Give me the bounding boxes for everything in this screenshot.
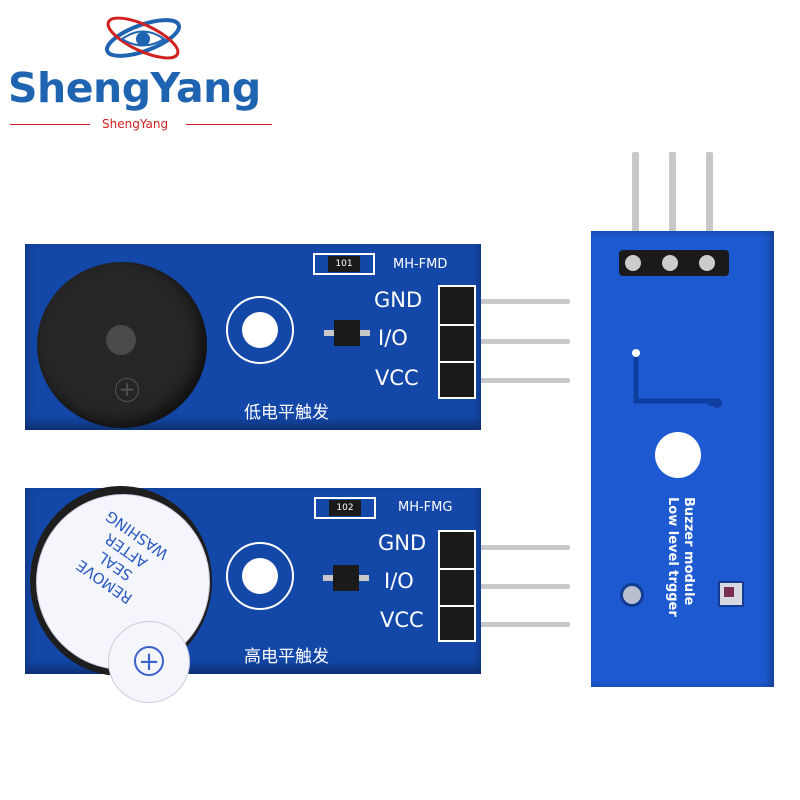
pin-label-gnd: GND <box>374 288 423 312</box>
header-pin <box>669 152 676 242</box>
header-pin <box>478 378 570 383</box>
trigger-label: 高电平触发 <box>244 647 329 667</box>
header-pin <box>478 339 570 344</box>
mounting-hole <box>242 558 278 594</box>
brand-name: ShengYang <box>8 64 261 112</box>
pin-label-io: I/O <box>384 569 414 593</box>
pin-header <box>438 285 476 399</box>
header-pin <box>466 545 570 550</box>
buzzer-hole <box>106 325 136 355</box>
pin-header <box>438 530 476 642</box>
transistor <box>333 565 359 591</box>
pin-label-vcc: VCC <box>380 608 424 632</box>
header-pin <box>466 584 570 589</box>
silk-line-1: Buzzer module <box>681 497 696 606</box>
mounting-hole <box>655 432 701 478</box>
header-divider <box>438 324 476 326</box>
pin-label-gnd: GND <box>378 531 427 555</box>
solder-joint <box>625 255 641 271</box>
silk-line-2: Low level trgger <box>665 497 680 617</box>
brand-subname: ShengYang <box>102 117 169 131</box>
transistor-lead <box>360 330 370 336</box>
plus-icon: + <box>115 378 139 402</box>
via-hole <box>620 583 644 607</box>
resistor-code: 101 <box>328 256 360 272</box>
header-pin <box>632 152 639 242</box>
eye-logo-icon <box>105 16 181 60</box>
transistor-lead <box>324 330 334 336</box>
trigger-label: 低电平触发 <box>244 403 329 423</box>
header-divider <box>438 605 476 607</box>
transistor-lead <box>359 575 369 581</box>
model-label: MH-FMD <box>393 257 448 272</box>
header-pin <box>706 152 713 242</box>
mounting-hole <box>242 312 278 348</box>
solder-joint <box>699 255 715 271</box>
resistor-outline <box>314 497 376 519</box>
pin-label-vcc: VCC <box>375 366 419 390</box>
header-divider <box>438 361 476 363</box>
header-divider <box>438 568 476 570</box>
header-pin <box>478 299 570 304</box>
pcb-traces <box>632 349 722 408</box>
transistor <box>334 320 360 346</box>
logo-rule-right <box>186 124 272 125</box>
pin-label-io: I/O <box>378 326 408 350</box>
mounting-hole-ring <box>226 296 294 364</box>
header-pin <box>466 622 570 627</box>
resistor-outline <box>313 253 375 275</box>
solder-joint <box>662 255 678 271</box>
plus-icon: + <box>134 646 164 676</box>
mounting-hole-ring <box>226 542 294 610</box>
square-pad-center <box>724 587 734 597</box>
transistor-lead <box>323 575 333 581</box>
resistor-code: 102 <box>329 500 361 516</box>
logo-rule-left <box>10 124 90 125</box>
model-label: MH-FMG <box>398 500 453 515</box>
